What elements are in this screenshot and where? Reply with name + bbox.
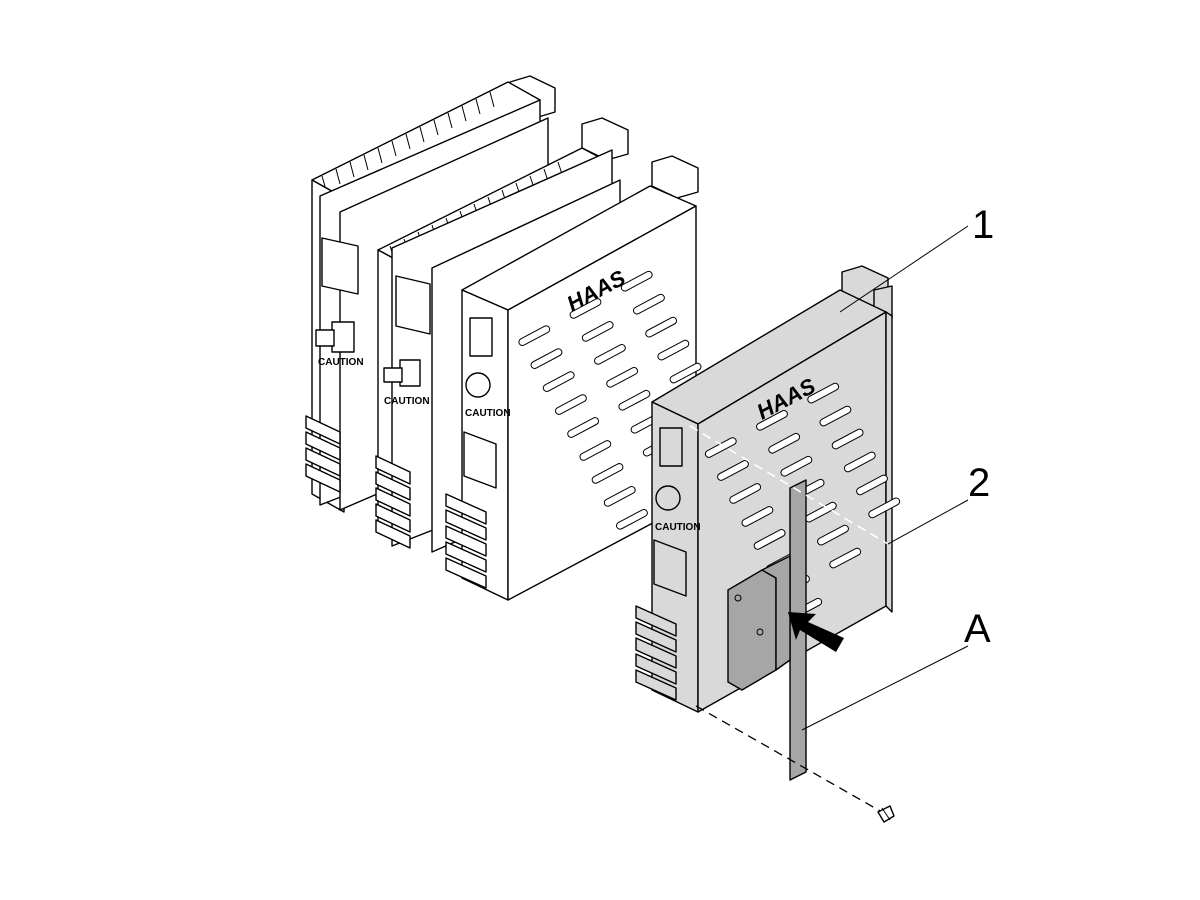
amplifier-front: HAAS — [445, 155, 714, 601]
caution-label-installed: CAUTION — [655, 522, 701, 533]
arrow-icon — [788, 612, 844, 652]
callout-1: 1 — [972, 203, 994, 247]
heatsink-fins — [321, 91, 495, 191]
screw-icon — [877, 805, 895, 823]
terminal-block-front — [445, 493, 487, 589]
callout-2: 2 — [968, 461, 990, 505]
terminal-block-middle — [375, 455, 411, 549]
callout-a: A — [964, 607, 991, 651]
leader-lines — [801, 225, 969, 731]
terminal-block-back — [305, 415, 341, 493]
caution-label-middle: CAUTION — [384, 396, 430, 407]
terminal-block-installed — [635, 605, 677, 701]
caution-label-back: CAUTION — [318, 357, 364, 368]
alignment-lines — [689, 425, 889, 813]
caution-label-front: CAUTION — [465, 408, 511, 419]
